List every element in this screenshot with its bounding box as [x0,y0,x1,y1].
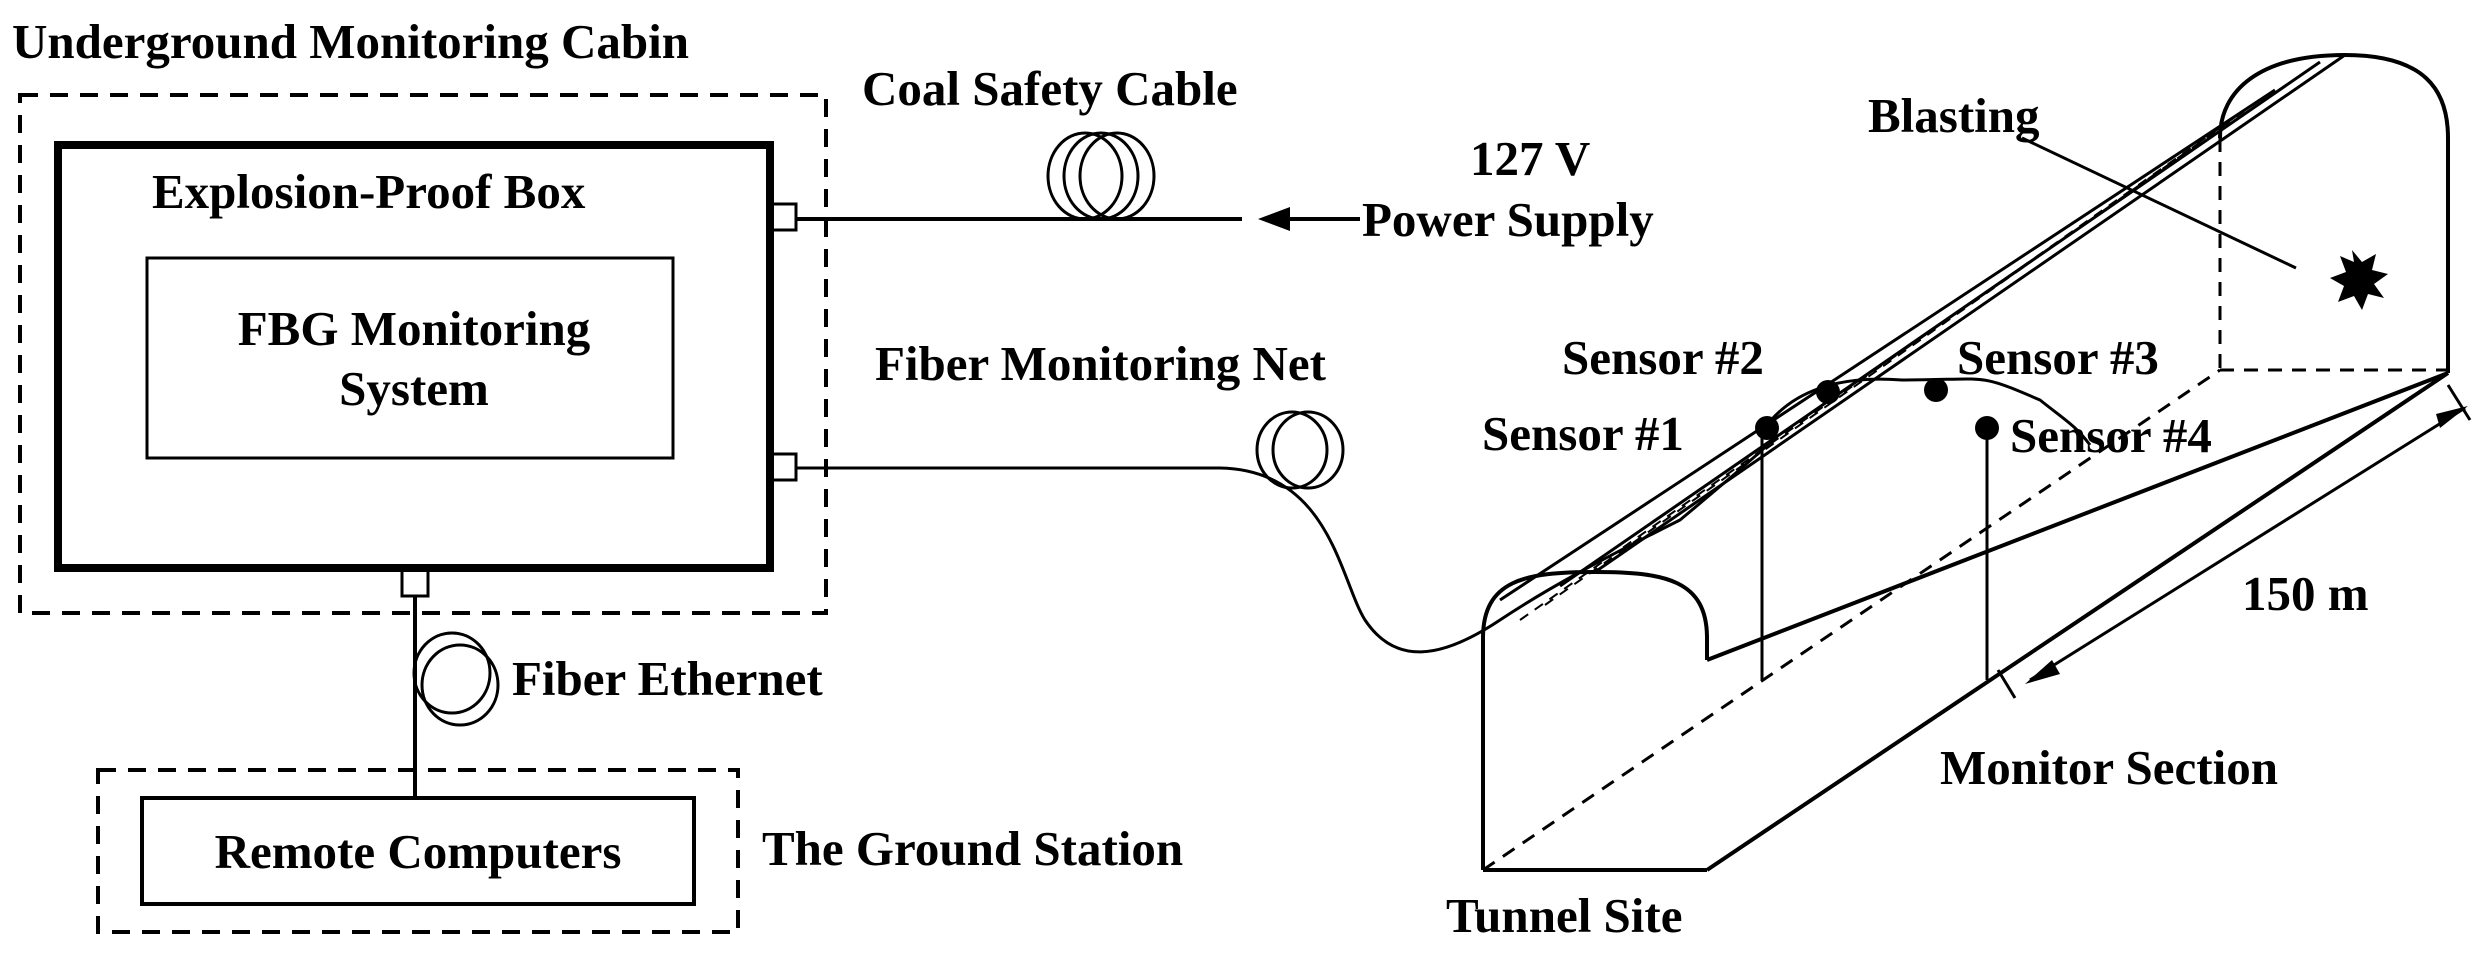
voltage-label: 127 V [1470,131,1590,186]
sensor4-label: Sensor #4 [2010,408,2212,463]
monitoring-cabin-boundary [18,93,828,615]
coal-safety-cable-coil [1046,131,1156,221]
explosion-proof-box [54,141,774,572]
monitor-section-label: Monitor Section [1940,740,2278,795]
sensor4-dot [1975,416,1999,440]
tunnel-site-label: Tunnel Site [1446,888,1682,943]
sensor1-dot [1755,416,1779,440]
distance-dimension [1996,384,2472,699]
remote-computers-label: Remote Computers [215,824,622,879]
ground-station-label: The Ground Station [762,821,1183,876]
sensor-fiber-arc [1760,377,2092,446]
fbg-label-line1: FBG Monitoring [238,301,591,356]
distance-label: 150 m [2242,566,2369,621]
sensor3-label: Sensor #3 [1957,330,2159,385]
blasting-label: Blasting [1868,88,2040,143]
sensor2-label: Sensor #2 [1562,330,1764,385]
fiber-net-coil [1255,410,1345,490]
coal-cable-label: Coal Safety Cable [862,61,1238,116]
remote-computers-box [140,796,696,906]
power-supply-label: Power Supply [1362,192,1654,247]
ground-station-boundary [96,768,740,934]
fiber-ethernet-label: Fiber Ethernet [512,651,823,706]
cabin-label: Underground Monitoring Cabin [12,14,689,69]
blast-burst-icon [2330,250,2388,310]
sensor1-label: Sensor #1 [1482,406,1684,461]
fiber-net-label: Fiber Monitoring Net [875,336,1327,391]
explosion-box-label: Explosion-Proof Box [152,164,586,219]
fbg-label-line2: System [339,361,489,416]
blasting-pointer [2021,136,2297,270]
fbg-monitoring-system-box [145,256,675,460]
fiber-ethernet-coil [412,631,500,727]
tunnel [1481,52,2450,872]
sensor3-dot [1924,378,1948,402]
sensor2-dot [1816,380,1840,404]
power-supply-arrow [1258,207,1360,231]
ethernet-port [400,568,430,598]
